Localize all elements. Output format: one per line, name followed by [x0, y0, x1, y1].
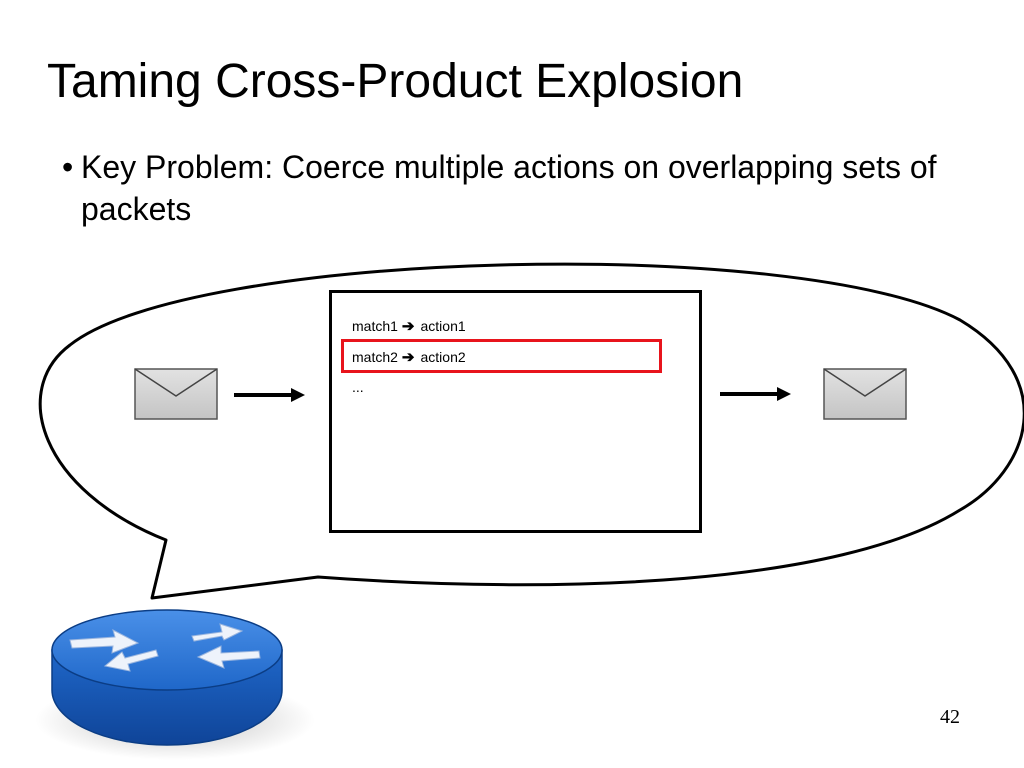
rule-match: match1 [352, 318, 398, 334]
rule-match: match2 [352, 349, 398, 365]
flow-table: match1➔ action1 match2➔ action2 ... [329, 290, 702, 533]
bullet-point: • Key Problem: Coerce multiple actions o… [62, 146, 972, 230]
rule-action: action2 [420, 349, 466, 365]
flow-rule-2: match2➔ action2 [352, 347, 466, 367]
bullet-marker: • [62, 149, 74, 185]
bullet-text: Key Problem: Coerce multiple actions on … [81, 149, 937, 227]
rule-action: action1 [420, 318, 466, 334]
input-arrow-icon [234, 388, 305, 402]
highlighted-rule-box [341, 339, 662, 373]
router-icon [35, 609, 315, 760]
flow-rule-1: match1➔ action1 [352, 316, 466, 336]
page-number: 42 [940, 706, 960, 728]
flow-rule-ellipsis: ... [352, 379, 364, 395]
slide-title: Taming Cross-Product Explosion [47, 55, 744, 108]
output-envelope-icon [823, 368, 907, 420]
input-envelope-icon [134, 368, 218, 420]
rule-arrow-icon: ➔ [401, 349, 415, 366]
output-arrow-icon [720, 387, 791, 401]
rule-arrow-icon: ➔ [401, 318, 415, 335]
